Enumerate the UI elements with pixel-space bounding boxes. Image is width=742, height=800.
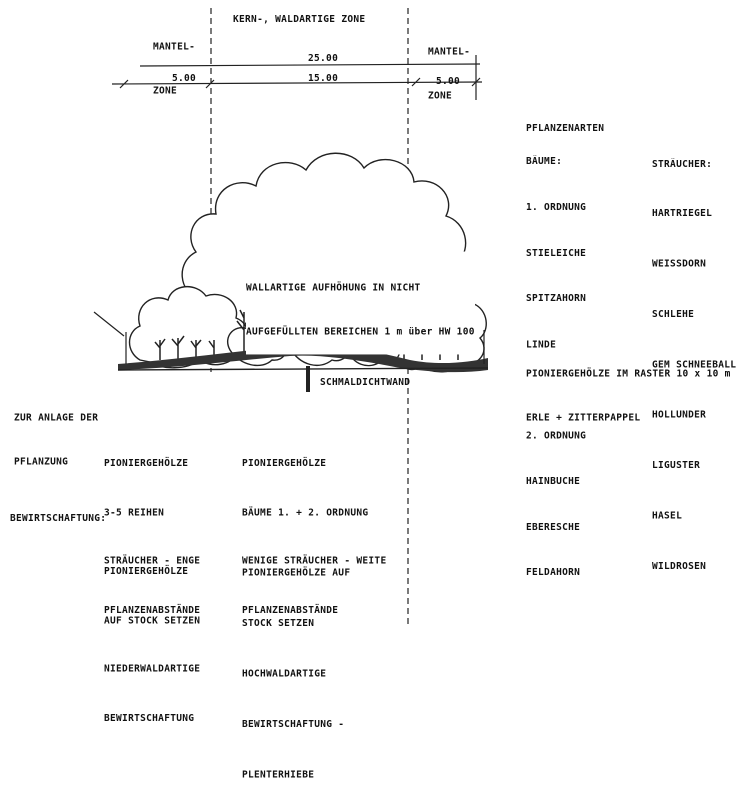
ground-embankment <box>117 344 489 373</box>
zone-label-core: KERN-, WALDARTIGE ZONE <box>233 13 366 26</box>
dimension-line-total <box>139 63 481 67</box>
shrubs-list: HARTRIEGEL WEISSDORN SCHLEHE GEM SCHNEEB… <box>652 207 737 573</box>
management-title: BEWIRTSCHAFTUNG: <box>10 512 107 525</box>
leader-left <box>93 311 125 337</box>
trees-list: 1. ORDNUNG STIELEICHE SPITZAHORN LINDE 2… <box>526 201 587 579</box>
trees-header: BÄUME: <box>526 155 563 168</box>
zone-label-left-mantle: MANTEL- ZONE <box>153 41 196 97</box>
dimension-left: 5.00 <box>172 72 197 85</box>
plant-species-title: PFLANZENARTEN <box>526 122 605 135</box>
dimension-right: 5.00 <box>436 75 461 88</box>
embankment-label: WALLARTIGE AUFHÖHUNG IN NICHT AUFGEFÜLLT… <box>246 251 475 355</box>
shrubs-header: STRÄUCHER: <box>652 158 713 171</box>
dimension-line-parts <box>111 81 483 85</box>
management-core-text: PIONIERGEHÖLZE AUF STOCK SETZEN HOCHWALD… <box>242 567 351 781</box>
planting-mantle-text: PIONIERGEHÖLZE 3-5 REIHEN STRÄUCHER - EN… <box>104 457 201 616</box>
cutoff-wall <box>306 366 310 392</box>
pioneer-note: PIONIERGEHÖLZE IM RASTER 10 x 10 m ERLE … <box>526 368 731 424</box>
zone-label-right-mantle: MANTEL- ZONE <box>428 46 471 102</box>
planting-title: ZUR ANLAGE DER PFLANZUNG <box>14 412 99 468</box>
dimension-middle: 15.00 <box>308 72 339 85</box>
dimension-total: 25.00 <box>308 52 339 65</box>
planting-core-text: PIONIERGEHÖLZE BÄUME 1. + 2. ORDNUNG WEN… <box>242 457 387 616</box>
management-mantle-text: PIONIERGEHÖLZE AUF STOCK SETZEN NIEDERWA… <box>104 565 201 724</box>
cutoff-wall-label: SCHMALDICHTWAND <box>320 376 411 389</box>
